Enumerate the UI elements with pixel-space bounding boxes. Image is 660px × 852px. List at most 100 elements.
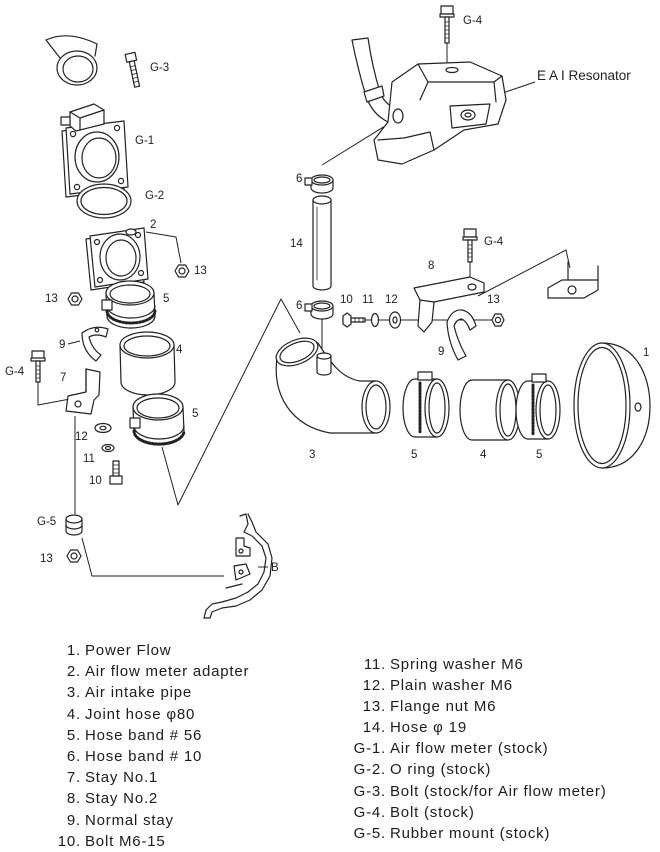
callout-flange-nut-right: 13: [487, 294, 500, 306]
callout-resonator-bolt: G-4: [463, 15, 483, 27]
eai-resonator: [351, 37, 507, 165]
parts-list-item: G-4.Bolt (stock): [348, 802, 607, 823]
hose-band-10-upper: [304, 174, 334, 194]
part-name: Plain washer M6: [390, 677, 513, 695]
parts-list-item: 9.Normal stay: [55, 810, 249, 831]
callout-hose-band-filter: 5: [536, 449, 542, 461]
part-number: G-2.: [353, 761, 386, 779]
part-name: Air flow meter adapter: [85, 663, 250, 681]
part-number: G-3.: [353, 782, 386, 800]
callout-o-ring: G-2: [145, 190, 164, 202]
part-name: Hose band # 56: [85, 726, 203, 744]
flange-nut-right: [491, 313, 505, 327]
part-name: Hose φ 19: [390, 719, 467, 737]
part-name: Flange nut M6: [390, 698, 497, 716]
parts-list-item: G-5.Rubber mount (stock): [348, 823, 607, 844]
spring-washer-right: [370, 312, 380, 328]
air-flow-meter-adapter: [85, 227, 149, 291]
body-panel-b: [203, 513, 273, 619]
callout-rubber-mount: G-5: [37, 516, 56, 528]
joint-hose-right: [459, 379, 521, 441]
parts-list-item: 8.Stay No.2: [55, 788, 249, 809]
parts-list-item: 2.Air flow meter adapter: [55, 661, 249, 682]
part-name: Spring washer M6: [390, 656, 524, 673]
part-number: 5.: [66, 726, 81, 744]
part-name: Power Flow: [85, 642, 172, 659]
spring-washer-left: [101, 443, 115, 453]
intake-duct-end: [45, 35, 98, 86]
callout-joint-hose-right: 4: [480, 449, 487, 461]
part-name: Joint hose φ80: [85, 705, 196, 723]
parts-list-item: 4.Joint hose φ80: [55, 704, 249, 725]
callout-normal-stay-left: 9: [59, 339, 65, 351]
joint-hose-left: [119, 331, 176, 396]
callout-air-flow-meter: G-1: [135, 135, 154, 147]
part-number: 11.: [363, 656, 386, 673]
plain-washer-left: [94, 422, 112, 434]
part-number: 13.: [362, 698, 386, 716]
parts-list-item: G-2.O ring (stock): [348, 759, 607, 780]
bolt-m6-left: [109, 460, 123, 485]
parts-list-item: 3.Air intake pipe: [55, 682, 249, 703]
flange-nut-adapter: [174, 264, 190, 278]
g4-bolt-stay: [462, 228, 478, 263]
part-name: Normal stay: [85, 811, 174, 829]
power-flow-filter: [573, 342, 651, 469]
hose-band-56-lower-left: [129, 393, 186, 446]
callout-stay-bolt-left: G-4: [5, 366, 25, 378]
parts-list-item: 14.Hose φ 19: [348, 717, 607, 738]
parts-list-item: 5.Hose band # 56: [55, 725, 249, 746]
part-number: 9.: [66, 811, 81, 829]
g4-bolt-resonator: [439, 5, 455, 44]
resonator-label: E A I Resonator: [537, 68, 631, 83]
callout-bolt-left: 10: [89, 475, 102, 487]
part-number: G-5.: [353, 824, 386, 842]
part-name: Stay No.2: [85, 790, 159, 808]
parts-list-item: 6.Hose band # 10: [55, 746, 249, 767]
callout-air-intake-pipe: 3: [309, 449, 315, 461]
callout-body-panel: B: [271, 562, 279, 574]
part-number: 10.: [57, 832, 81, 850]
parts-list-column-1: 1.Power Flow 2.Air flow meter adapter 3.…: [55, 640, 249, 852]
parts-list-item: 11.Spring washer M6: [348, 654, 607, 675]
body-bracket: [547, 261, 599, 299]
parts-list-item: 7.Stay No.1: [55, 767, 249, 788]
part-number: 4.: [66, 705, 81, 723]
exploded-parts-diagram: G-4 E A I Resonator G-3 G-1 G-2 2 13 13 …: [5, 5, 651, 619]
parts-list-item: 12.Plain washer M6: [348, 675, 607, 696]
part-number: 6.: [66, 747, 81, 765]
air-intake-pipe: [275, 337, 391, 434]
plain-washer-right: [388, 311, 402, 329]
callout-hose-19: 14: [290, 238, 303, 250]
callout-hose-band-upper: 6: [296, 173, 302, 185]
callout-adapter: 2: [150, 219, 156, 231]
part-name: Hose band # 10: [85, 747, 203, 765]
parts-list-item: 10.Bolt M6-15: [55, 831, 249, 852]
parts-list-item: 13.Flange nut M6: [348, 696, 607, 717]
part-name: Bolt (stock): [390, 803, 475, 821]
g3-bolt: [124, 51, 141, 88]
part-number: G-4.: [353, 803, 386, 821]
g4-bolt-left: [30, 350, 46, 383]
part-number: 7.: [66, 769, 81, 787]
callout-plain-washer-left: 12: [75, 431, 88, 443]
part-name: Air flow meter (stock): [390, 740, 549, 758]
callout-stay-bolt-right: G-4: [484, 236, 504, 248]
bolt-m6-right: [342, 312, 366, 328]
callout-stay-no1: 7: [60, 372, 66, 384]
callout-stay-nut-left: 13: [45, 293, 58, 305]
callout-adapter-nut: 13: [194, 265, 207, 277]
normal-stay-right: [446, 309, 477, 361]
stay-no1: [65, 368, 101, 415]
callout-normal-stay-right: 9: [438, 346, 444, 358]
callout-labels: G-4 E A I Resonator G-3 G-1 G-2 2 13 13 …: [5, 15, 649, 574]
callout-mount-nut: 13: [40, 553, 53, 565]
callout-meter-bolt: G-3: [150, 62, 169, 74]
hose-band-10-lower: [304, 300, 334, 320]
part-number: 8.: [66, 790, 81, 808]
callout-plain-washer-right: 12: [385, 294, 398, 306]
normal-stay-left: [81, 326, 109, 362]
parts-list-item: 1.Power Flow: [55, 640, 249, 661]
part-name: O ring (stock): [390, 761, 492, 779]
callout-bolt-right: 10: [340, 294, 353, 306]
